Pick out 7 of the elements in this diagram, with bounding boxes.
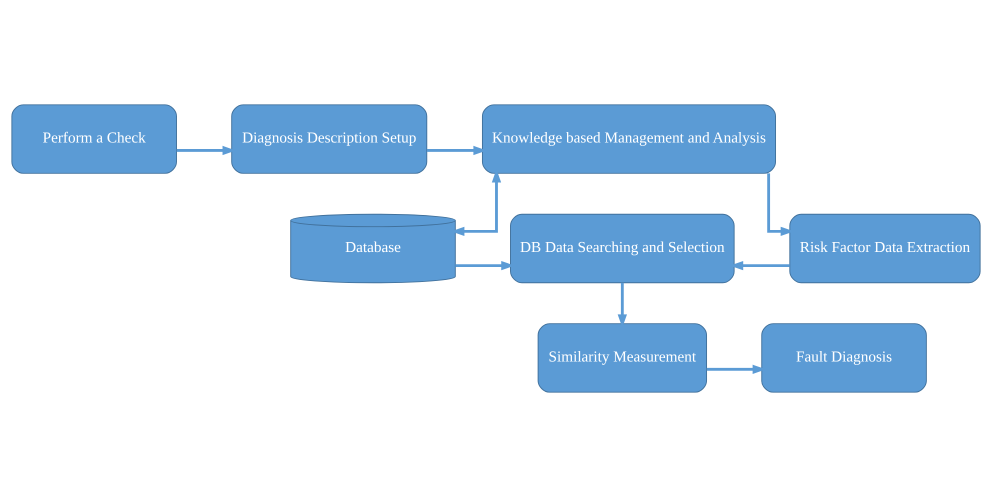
node-box: Risk Factor Data Extraction: [789, 214, 981, 284]
node-box: Perform a Check: [11, 104, 177, 174]
node-box: Similarity Measurement: [538, 323, 708, 393]
node-box: DB Data Searching and Selection: [510, 214, 735, 284]
node-box: Fault Diagnosis: [761, 323, 927, 393]
node-box: Knowledge based Management and Analysis: [482, 104, 776, 174]
node-box: Diagnosis Description Setup: [231, 104, 428, 174]
